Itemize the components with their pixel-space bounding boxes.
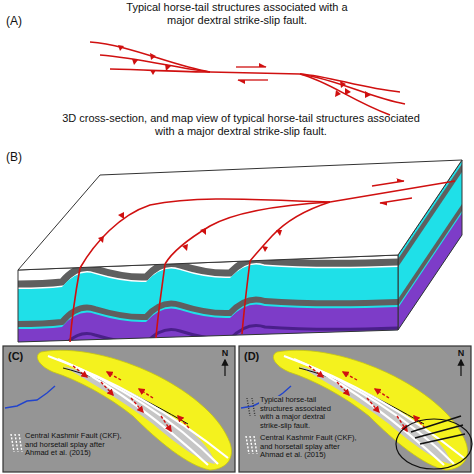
- legend-text: Central Kashmir Fault (CKF), and horseta…: [24, 432, 124, 458]
- panel-letter: (A): [6, 14, 36, 28]
- dextral-arrows: [372, 181, 412, 203]
- block-faults: [70, 181, 455, 342]
- panel-letter: (C): [8, 350, 38, 363]
- legend-swatch: [244, 396, 258, 418]
- map-panel: [3, 346, 235, 472]
- legend-text: Typical horse-tail structures associated…: [259, 396, 339, 431]
- caption-text: Typical horse-tail structures associated…: [118, 1, 356, 27]
- map-panel: [239, 346, 472, 472]
- north-label: N: [456, 348, 466, 359]
- legend-swatch: [9, 432, 23, 454]
- legend-item: Central Kashmir Fault (CKF), and horseta…: [259, 434, 359, 460]
- thrust-teeth: [98, 212, 282, 252]
- panel-letter: (B): [6, 150, 36, 164]
- thrust-teeth: [118, 45, 371, 98]
- north-label: N: [220, 348, 230, 359]
- legend-item: Central Kashmir Fault (CKF), and horseta…: [24, 432, 124, 458]
- caption-text: 3D cross-section, and map view of typica…: [62, 112, 420, 138]
- legend-text: Central Kashmir Fault (CKF), and horseta…: [259, 434, 359, 460]
- panel-letter: (D): [244, 350, 274, 363]
- dextral-arrows: [236, 67, 268, 80]
- legend-item: Typical horse-tail structures associated…: [259, 396, 339, 431]
- map-view-faults: [90, 42, 405, 115]
- legend-swatch: [244, 434, 258, 456]
